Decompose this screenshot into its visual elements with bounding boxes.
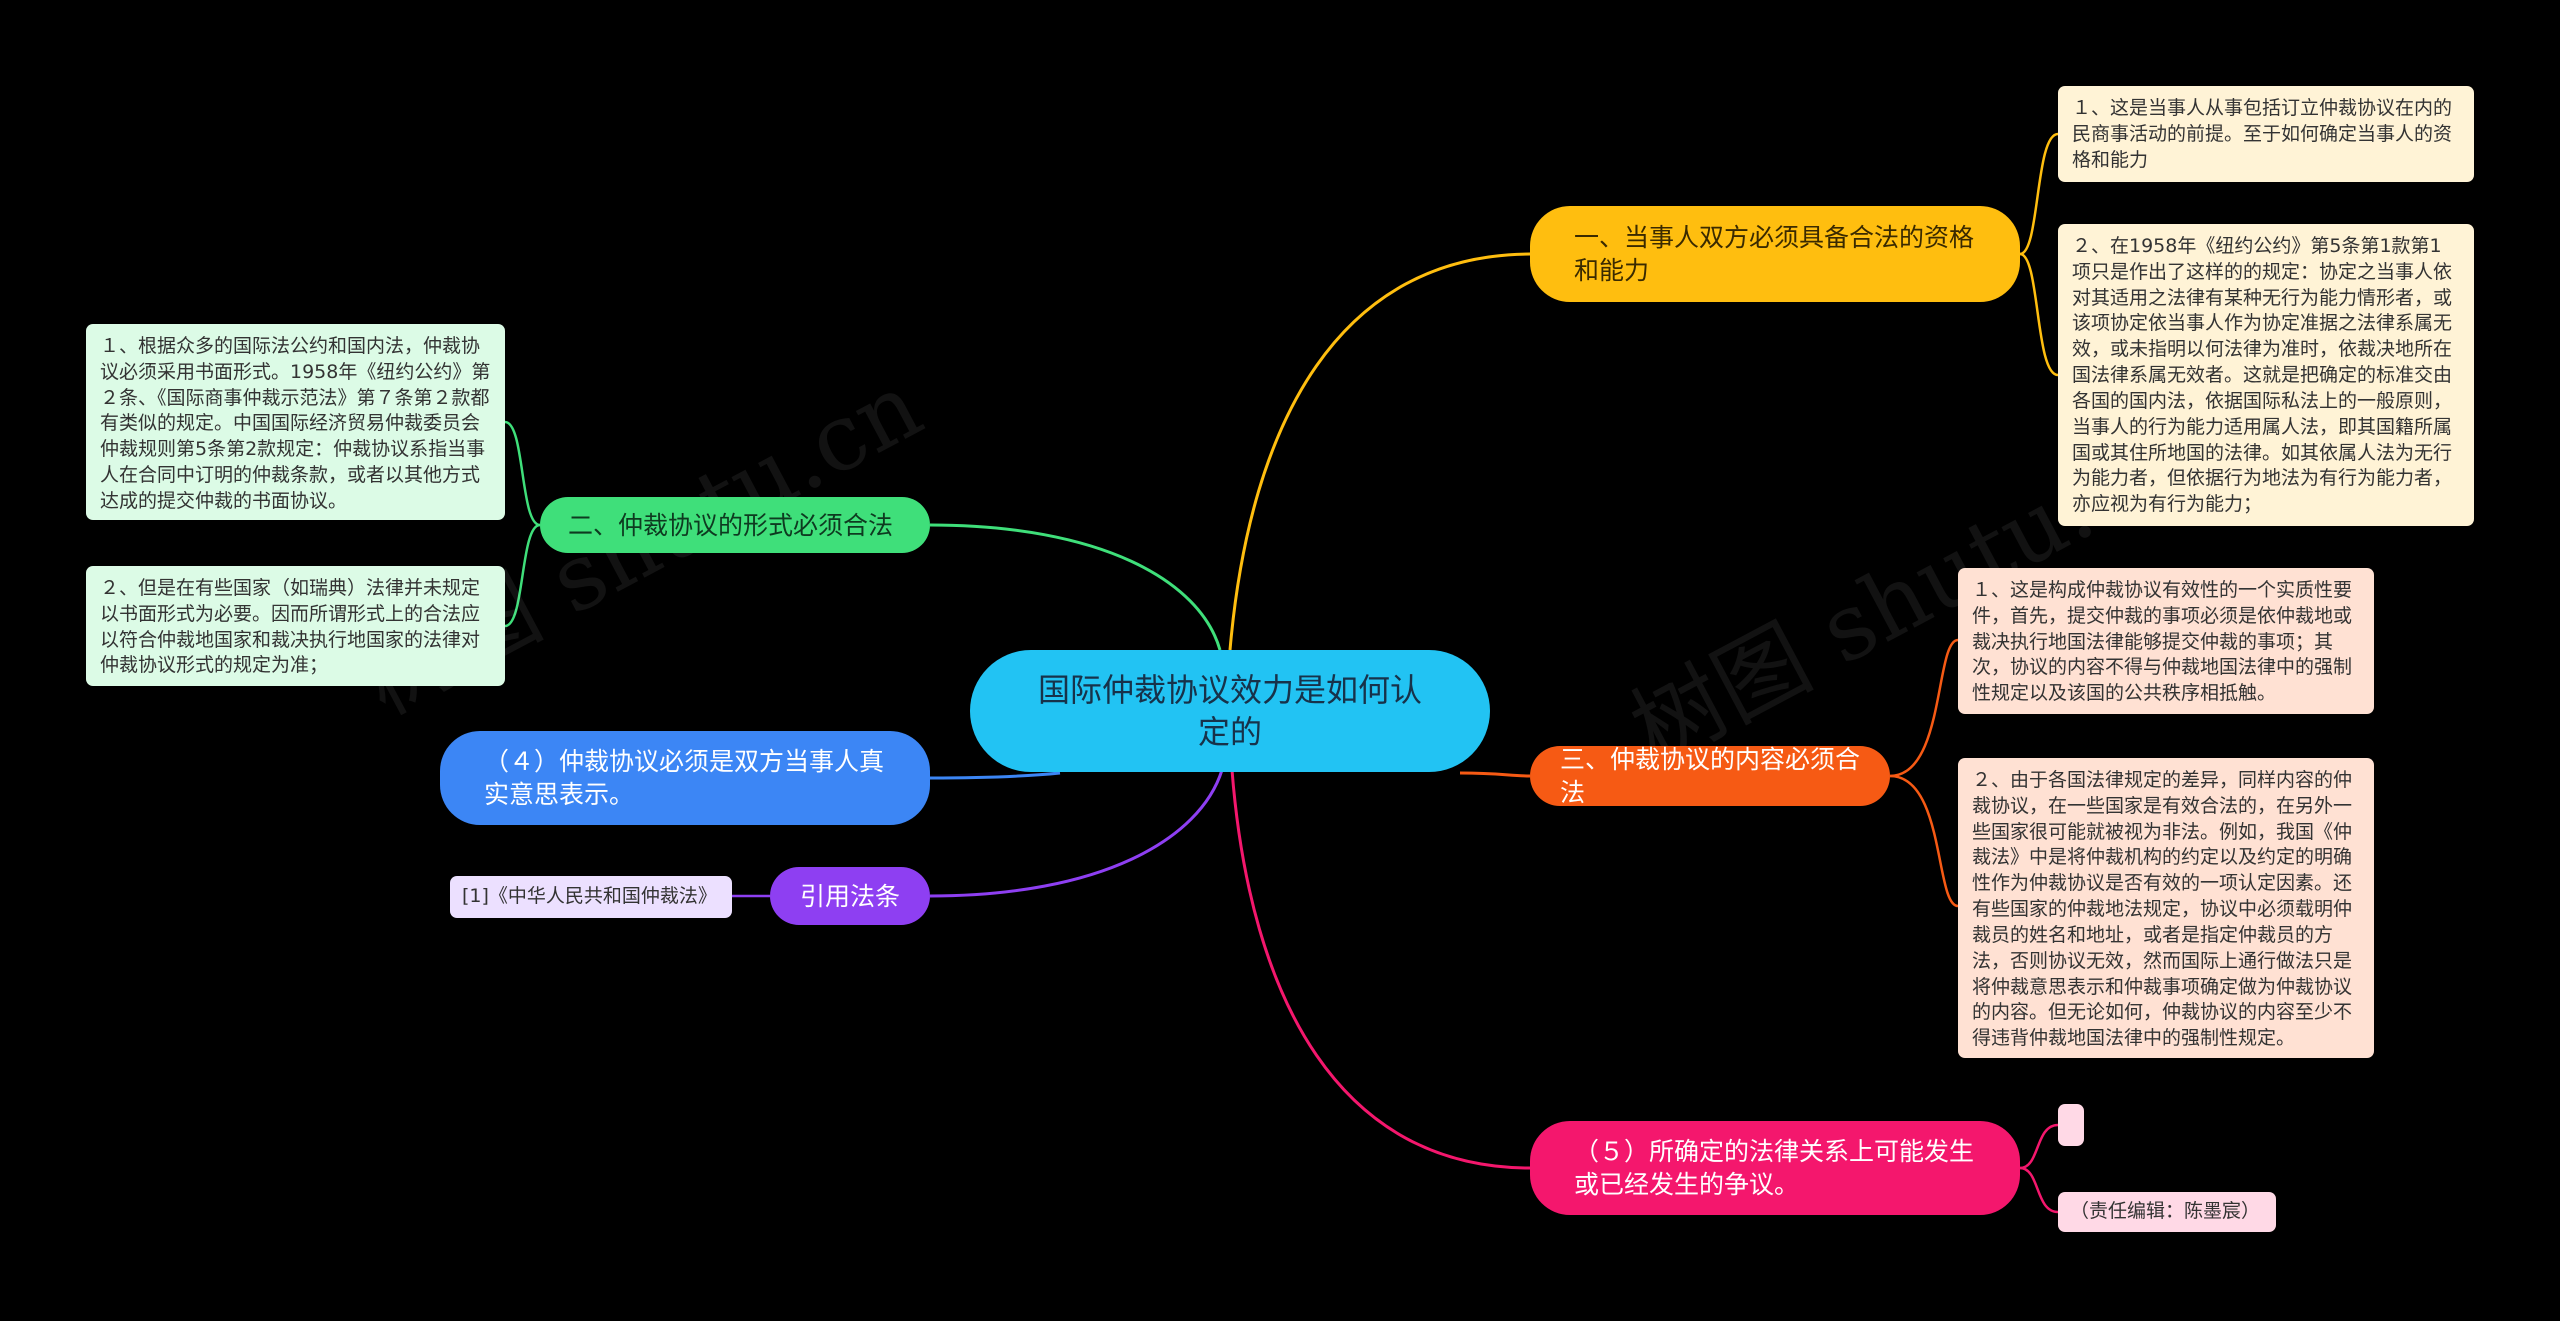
leaf-b1-1[interactable]: １、这是当事人从事包括订立仲裁协议在内的民商事活动的前提。至于如何确定当事人的资… xyxy=(2058,86,2474,182)
leaf-b6-1-text: [1]《中华人民共和国仲裁法》 xyxy=(462,885,717,908)
branch-b1[interactable]: 一、当事人双方必须具备合法的资格和能力 xyxy=(1530,206,2020,302)
link-b1-leaf1 xyxy=(2019,132,2059,256)
leaf-b5-2-text: （责任编辑：陈墨宸） xyxy=(2070,1200,2261,1223)
link-b4 xyxy=(929,771,1061,780)
link-b6 xyxy=(929,769,1224,898)
link-b5-leaf2 xyxy=(2019,1166,2059,1214)
leaf-b3-2-text: ２、由于各国法律规定的差异，同样内容的仲裁协议，在一些国家是有效合法的，在另外一… xyxy=(1972,769,2353,1050)
link-b3-leaf1 xyxy=(1889,638,1959,778)
branch-b6[interactable]: 引用法条 xyxy=(770,867,930,925)
link-b2 xyxy=(929,523,1222,651)
link-b3-leaf2 xyxy=(1889,774,1959,908)
leaf-b2-2[interactable]: ２、但是在有些国家（如瑞典）法律并未规定以书面形式为必要。因而所谓形式上的合法应… xyxy=(86,566,505,686)
branch-b5[interactable]: （５）所确定的法律关系上可能发生或已经发生的争议。 xyxy=(1530,1121,2020,1215)
central-topic-label: 国际仲裁协议效力是如何认定的 xyxy=(1037,670,1422,751)
link-b5 xyxy=(1230,769,1531,1170)
central-topic[interactable]: 国际仲裁协议效力是如何认定的 xyxy=(970,650,1490,772)
leaf-b1-2[interactable]: ２、在1958年《纽约公约》第5条第1款第1项只是作出了这样的的规定：协定之当事… xyxy=(2058,224,2474,526)
leaf-b3-1-text: １、这是构成仲裁协议有效性的一个实质性要件，首先，提交仲裁的事项必须是依仲裁地或… xyxy=(1972,579,2353,705)
link-b2-leaf1 xyxy=(504,420,541,527)
branch-b3-label: 三、仲裁协议的内容必须合法 xyxy=(1560,745,1861,807)
link-b2-leaf2 xyxy=(504,523,541,628)
link-b1-leaf2 xyxy=(2019,252,2059,377)
leaf-b5-1[interactable] xyxy=(2058,1104,2084,1146)
link-b1 xyxy=(1228,252,1531,651)
leaf-b3-1[interactable]: １、这是构成仲裁协议有效性的一个实质性要件，首先，提交仲裁的事项必须是依仲裁地或… xyxy=(1958,568,2374,714)
leaf-b2-1[interactable]: １、根据众多的国际法公约和国内法，仲裁协议必须采用书面形式。1958年《纽约公约… xyxy=(86,324,505,520)
branch-b2-label: 二、仲裁协议的形式必须合法 xyxy=(568,510,894,540)
leaf-b1-1-text: １、这是当事人从事包括订立仲裁协议在内的民商事活动的前提。至于如何确定当事人的资… xyxy=(2072,97,2453,171)
leaf-b2-1-text: １、根据众多的国际法公约和国内法，仲裁协议必须采用书面形式。1958年《纽约公约… xyxy=(100,335,491,512)
leaf-b6-1[interactable]: [1]《中华人民共和国仲裁法》 xyxy=(450,876,732,918)
leaf-b1-2-text: ２、在1958年《纽约公约》第5条第1款第1项只是作出了这样的的规定：协定之当事… xyxy=(2072,235,2453,516)
branch-b4-label: （４）仲裁协议必须是双方当事人真实意思表示。 xyxy=(484,747,885,809)
branch-b2[interactable]: 二、仲裁协议的形式必须合法 xyxy=(540,497,930,553)
branch-b6-label: 引用法条 xyxy=(799,881,900,911)
link-b5-leaf1 xyxy=(2019,1123,2059,1170)
branch-b1-label: 一、当事人双方必须具备合法的资格和能力 xyxy=(1574,223,1975,285)
leaf-b2-2-text: ２、但是在有些国家（如瑞典）法律并未规定以书面形式为必要。因而所谓形式上的合法应… xyxy=(100,577,481,677)
leaf-b5-2[interactable]: （责任编辑：陈墨宸） xyxy=(2058,1192,2276,1232)
branch-b5-label: （５）所确定的法律关系上可能发生或已经发生的争议。 xyxy=(1574,1137,1975,1199)
leaf-b3-2[interactable]: ２、由于各国法律规定的差异，同样内容的仲裁协议，在一些国家是有效合法的，在另外一… xyxy=(1958,758,2374,1058)
branch-b3[interactable]: 三、仲裁协议的内容必须合法 xyxy=(1530,745,1890,807)
link-b3 xyxy=(1459,771,1531,778)
branch-b4[interactable]: （４）仲裁协议必须是双方当事人真实意思表示。 xyxy=(440,731,930,825)
